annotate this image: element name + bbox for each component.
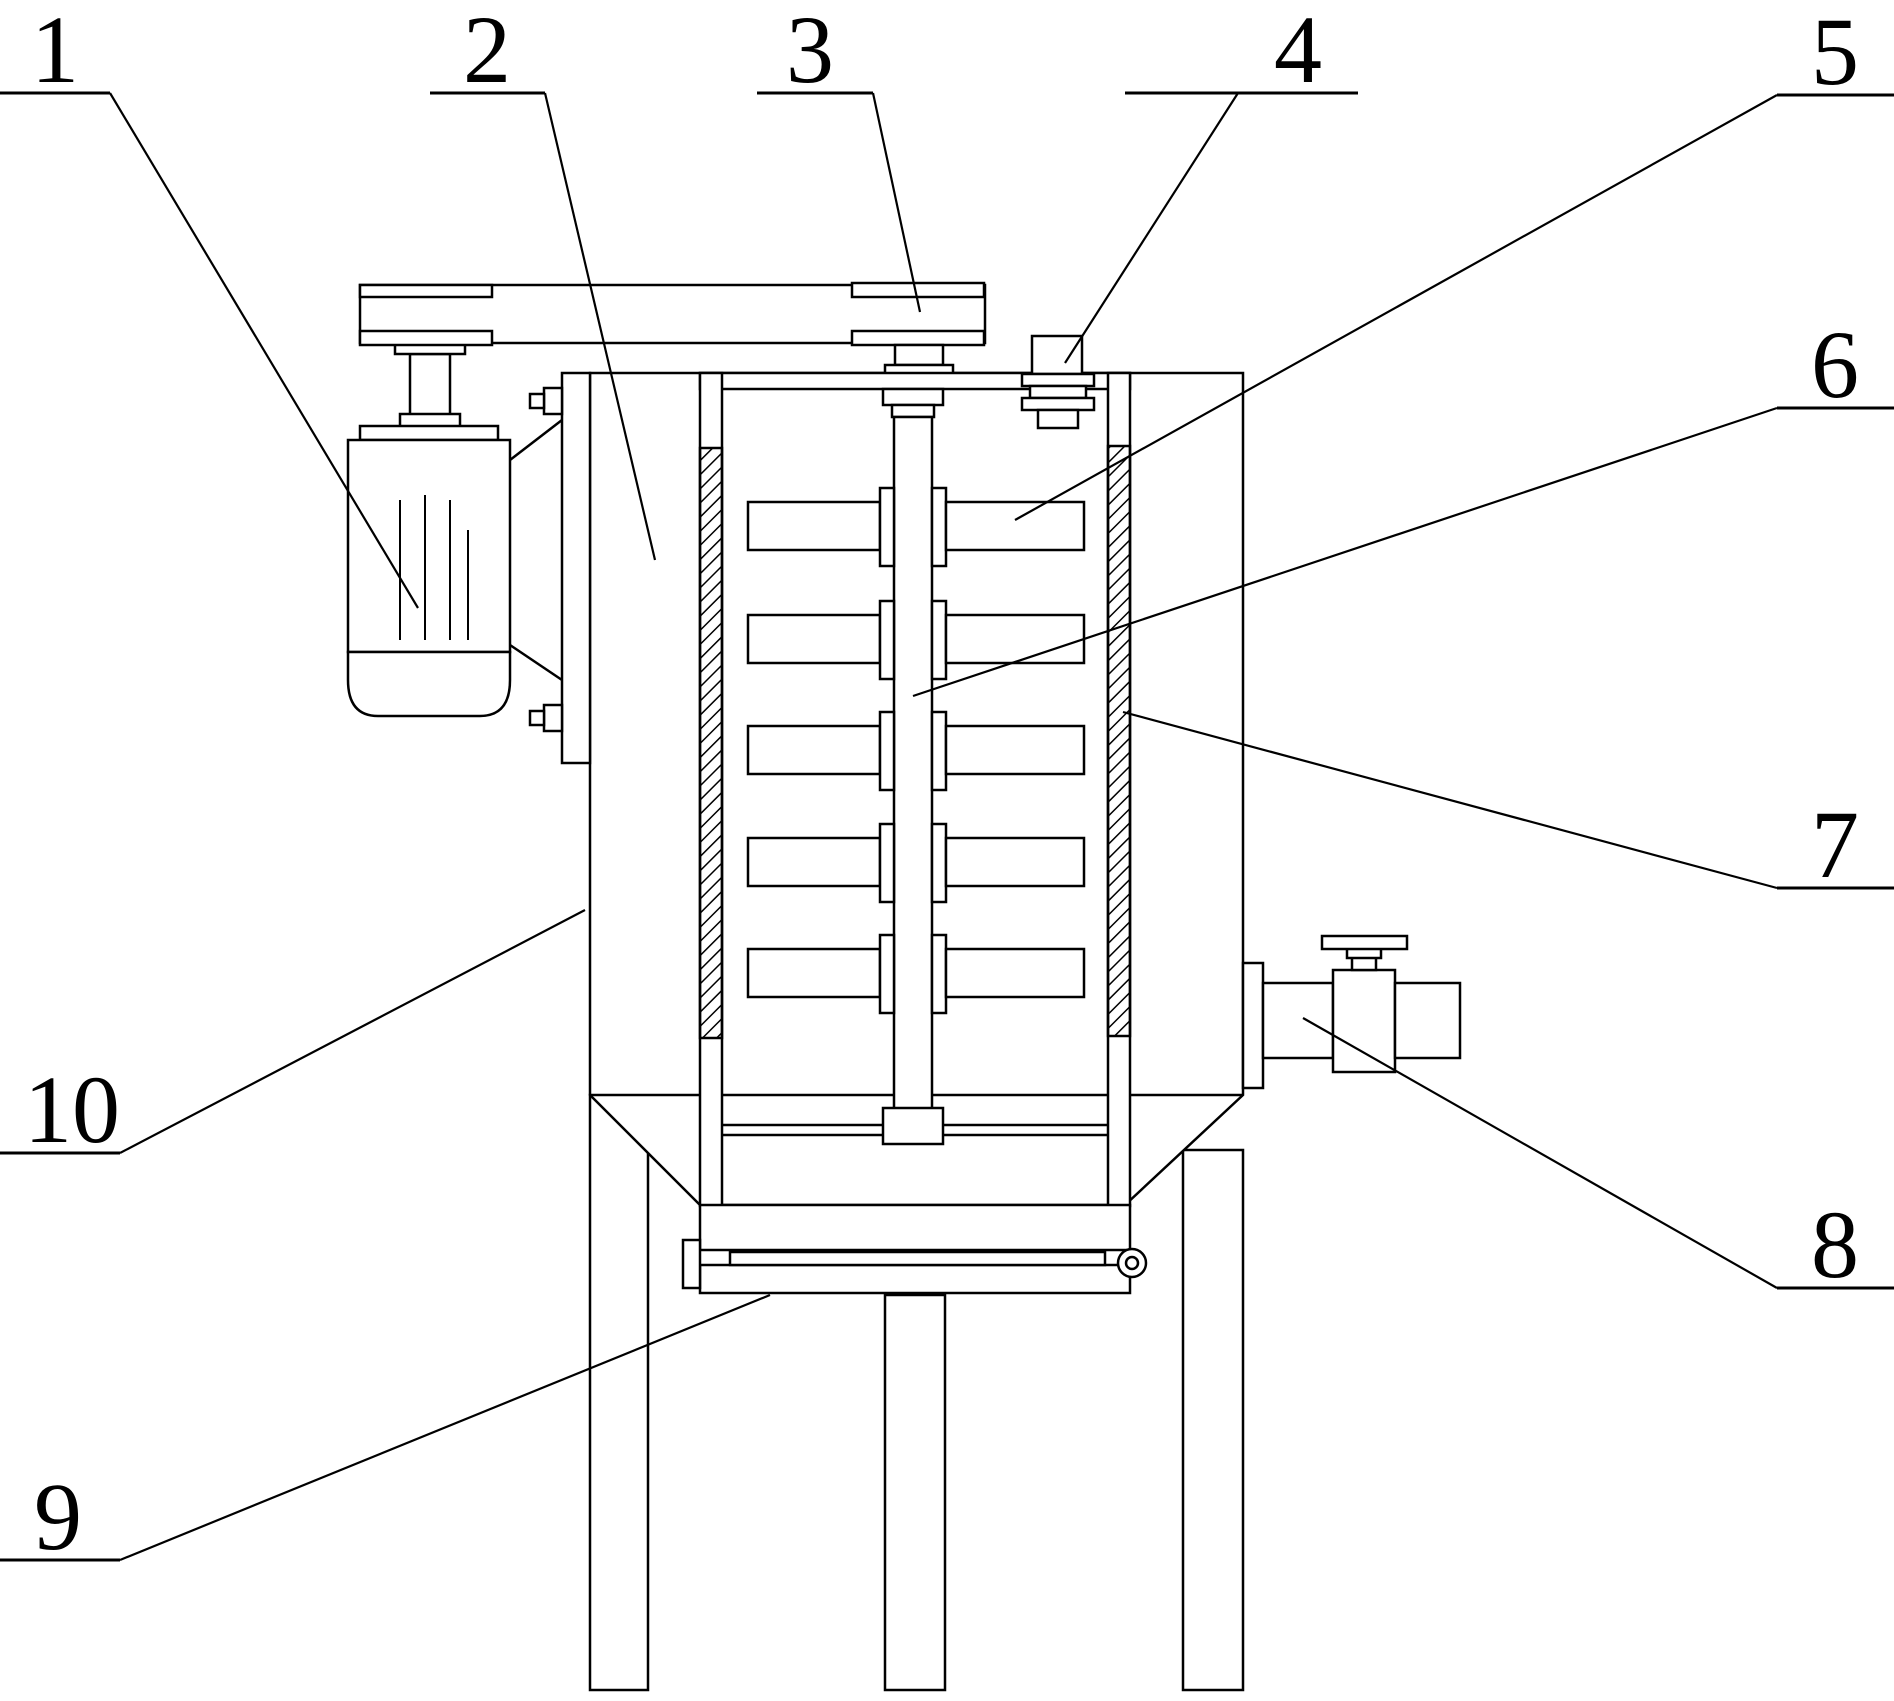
callout-6: 6 bbox=[1811, 311, 1859, 418]
mixing-paddles bbox=[746, 486, 1086, 1015]
callout-labels: 1 2 3 4 5 6 7 8 9 10 bbox=[24, 0, 1859, 1570]
callout-3: 3 bbox=[786, 0, 834, 103]
belt-drive bbox=[358, 281, 987, 389]
paddle-row bbox=[746, 822, 1086, 904]
callout-1: 1 bbox=[31, 0, 79, 103]
bottom-gate bbox=[681, 1203, 1148, 1295]
paddle-row bbox=[746, 710, 1086, 792]
leader-lines bbox=[109, 92, 1778, 1562]
callout-5: 5 bbox=[1811, 0, 1859, 105]
callout-2: 2 bbox=[463, 0, 511, 103]
paddle-row bbox=[746, 486, 1086, 568]
motor bbox=[346, 338, 512, 718]
callout-8: 8 bbox=[1811, 1191, 1859, 1298]
agitator-shaft bbox=[722, 387, 1108, 1146]
callout-7: 7 bbox=[1811, 791, 1859, 898]
callout-10: 10 bbox=[24, 1056, 120, 1163]
paddle-row bbox=[746, 599, 1086, 681]
callout-4: 4 bbox=[1274, 0, 1322, 103]
support-legs bbox=[588, 1093, 1245, 1692]
paddle-row bbox=[746, 933, 1086, 1015]
filter-screens bbox=[698, 444, 1132, 1040]
callout-underlines bbox=[0, 91, 1894, 1562]
callout-9: 9 bbox=[34, 1463, 82, 1570]
discharge-valve bbox=[1241, 934, 1462, 1090]
motor-bracket bbox=[509, 371, 592, 765]
